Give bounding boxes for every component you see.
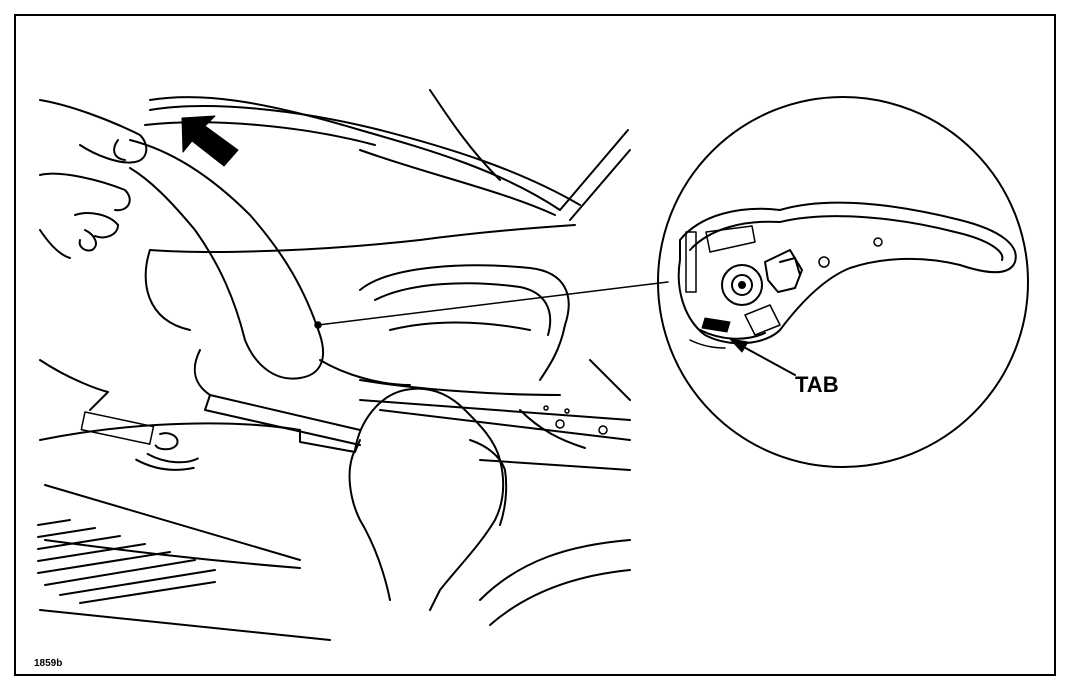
- parking-brake-lever: [129, 105, 581, 386]
- detail-magnifier: [657, 96, 1029, 468]
- center-console: [39, 89, 631, 641]
- detail-leader-line: [314, 281, 669, 329]
- mazda-logo: [80, 411, 199, 471]
- tab-callout-label: TAB: [795, 372, 839, 397]
- console-fastener-holes: [543, 405, 608, 435]
- left-hand: [39, 99, 148, 259]
- push-arrow-icon: [181, 115, 239, 167]
- right-hand: [348, 387, 631, 626]
- cup-holder-recess: [359, 264, 570, 381]
- figure-id: 1859b: [34, 658, 63, 669]
- tab-pointer-arrow: [729, 338, 796, 376]
- floor-mat-hatching: [37, 519, 216, 604]
